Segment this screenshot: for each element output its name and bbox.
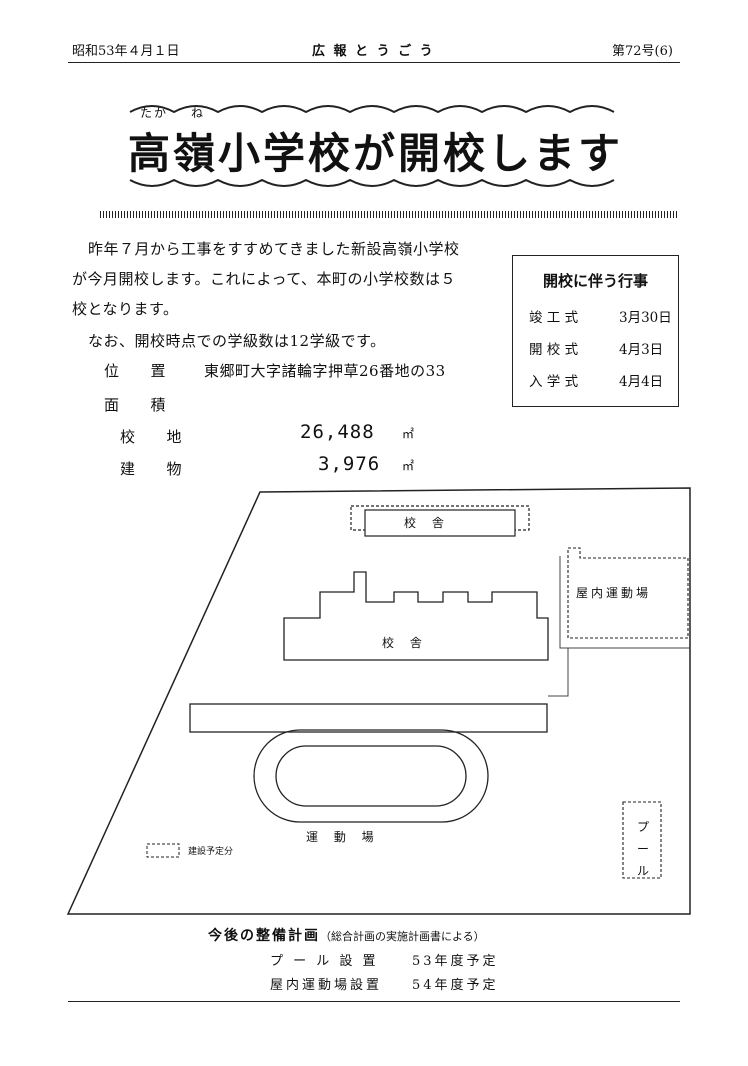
header-rule xyxy=(68,62,680,63)
building-area-unit: ㎡ xyxy=(402,459,415,473)
plan-item-year: 54年度予定 xyxy=(412,978,499,993)
plan-title-text: 今後の整備計画 xyxy=(208,928,320,944)
map-label-top-building: 校 舎 xyxy=(404,516,450,530)
map-label-gym: 屋内運動場 xyxy=(576,586,652,600)
site-area-unit: ㎡ xyxy=(402,427,415,441)
issue-number: 第72号(6) xyxy=(612,44,673,59)
hatched-divider xyxy=(100,211,678,218)
title-banner-frame xyxy=(129,105,615,187)
title-ruby-ne: ね xyxy=(191,106,206,120)
event-date: 3月30日 xyxy=(619,310,672,326)
map-label-main-building: 校 舎 xyxy=(382,636,428,650)
body-line-4: なお、開校時点での学級数は12学級です。 xyxy=(88,332,386,350)
events-box: 開校に伴う行事 竣 工 式 3月30日 開 校 式 4月3日 入 学 式 4月4… xyxy=(512,255,679,407)
plan-subtitle: （総合計画の実施計画書による） xyxy=(320,930,485,943)
building-label: 建 物 xyxy=(120,460,183,478)
issue-date: 昭和53年４月１日 xyxy=(72,44,180,59)
location-label: 位 置 xyxy=(104,362,167,380)
event-date: 4月3日 xyxy=(619,342,664,358)
page-title: 高嶺小学校が開校します xyxy=(128,129,624,178)
events-title: 開校に伴う行事 xyxy=(542,272,648,290)
location-value: 東郷町大字諸輪字押草26番地の33 xyxy=(204,362,446,380)
map-label-pool: プ ー ル xyxy=(636,820,649,878)
event-date: 4月4日 xyxy=(619,374,664,390)
body-line-2: が今月開校します。これによって、本町の小学校数は５ xyxy=(72,270,457,288)
building-area-value: 3,976 xyxy=(318,453,381,475)
plan-item-name: プ ー ル 設 置 xyxy=(270,954,379,969)
bottom-rule xyxy=(68,1001,680,1002)
title-ruby-taka: たか xyxy=(140,106,169,120)
area-label: 面 積 xyxy=(104,396,167,414)
event-name: 開 校 式 xyxy=(529,342,579,358)
map-legend-planned: 建設予定分 xyxy=(188,847,234,857)
plan-title: 今後の整備計画（総合計画の実施計画書による） xyxy=(208,925,485,945)
event-name: 入 学 式 xyxy=(529,374,579,390)
body-line-3: 校となります。 xyxy=(72,300,179,318)
body-line-1: 昨年７月から工事をすすめてきました新設高嶺小学校 xyxy=(88,240,460,258)
plan-item-name: 屋内運動場設置 xyxy=(270,978,383,993)
publication-name: 広 報 と う ご う xyxy=(312,44,435,59)
school-site-map xyxy=(66,487,691,915)
map-label-field: 運 動 場 xyxy=(306,830,380,844)
event-name: 竣 工 式 xyxy=(529,310,579,326)
plan-item-year: 53年度予定 xyxy=(412,954,499,969)
site-label: 校 地 xyxy=(120,428,183,446)
site-area-value: 26,488 xyxy=(300,421,375,443)
